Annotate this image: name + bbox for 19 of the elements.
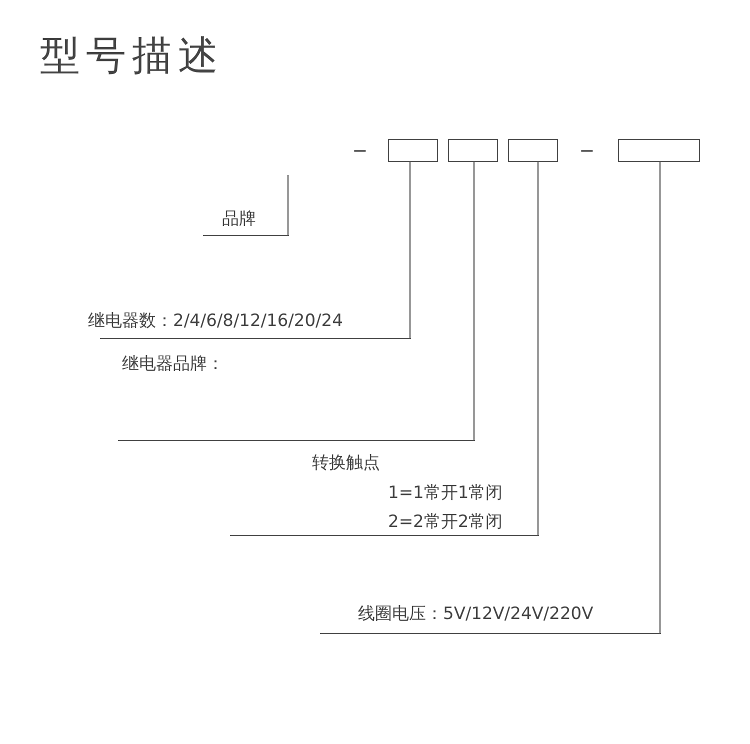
description-text: 转换触点 (312, 453, 380, 473)
leader-line (287, 175, 289, 235)
leader-line (409, 162, 411, 338)
option-text: 2=2常开2常闭 (388, 512, 503, 532)
option-text: 1=1常开1常闭 (388, 483, 503, 503)
code-box (618, 139, 700, 162)
leader-line (537, 162, 539, 535)
title: 型号描述 (40, 32, 224, 80)
description-text: 继电器品牌： (122, 354, 224, 374)
description-text: 品牌 (222, 209, 256, 229)
code-box (388, 139, 438, 162)
leader-line (473, 162, 475, 440)
leader-line (659, 162, 661, 633)
description-text: 线圈电压：5V/12V/24V/220V (358, 604, 594, 624)
code-box (448, 139, 498, 162)
dash-sign: - (579, 124, 595, 174)
description-text: 继电器数：2/4/6/8/12/16/20/24 (88, 311, 343, 331)
dash-sign: - (352, 124, 368, 174)
code-box (508, 139, 558, 162)
